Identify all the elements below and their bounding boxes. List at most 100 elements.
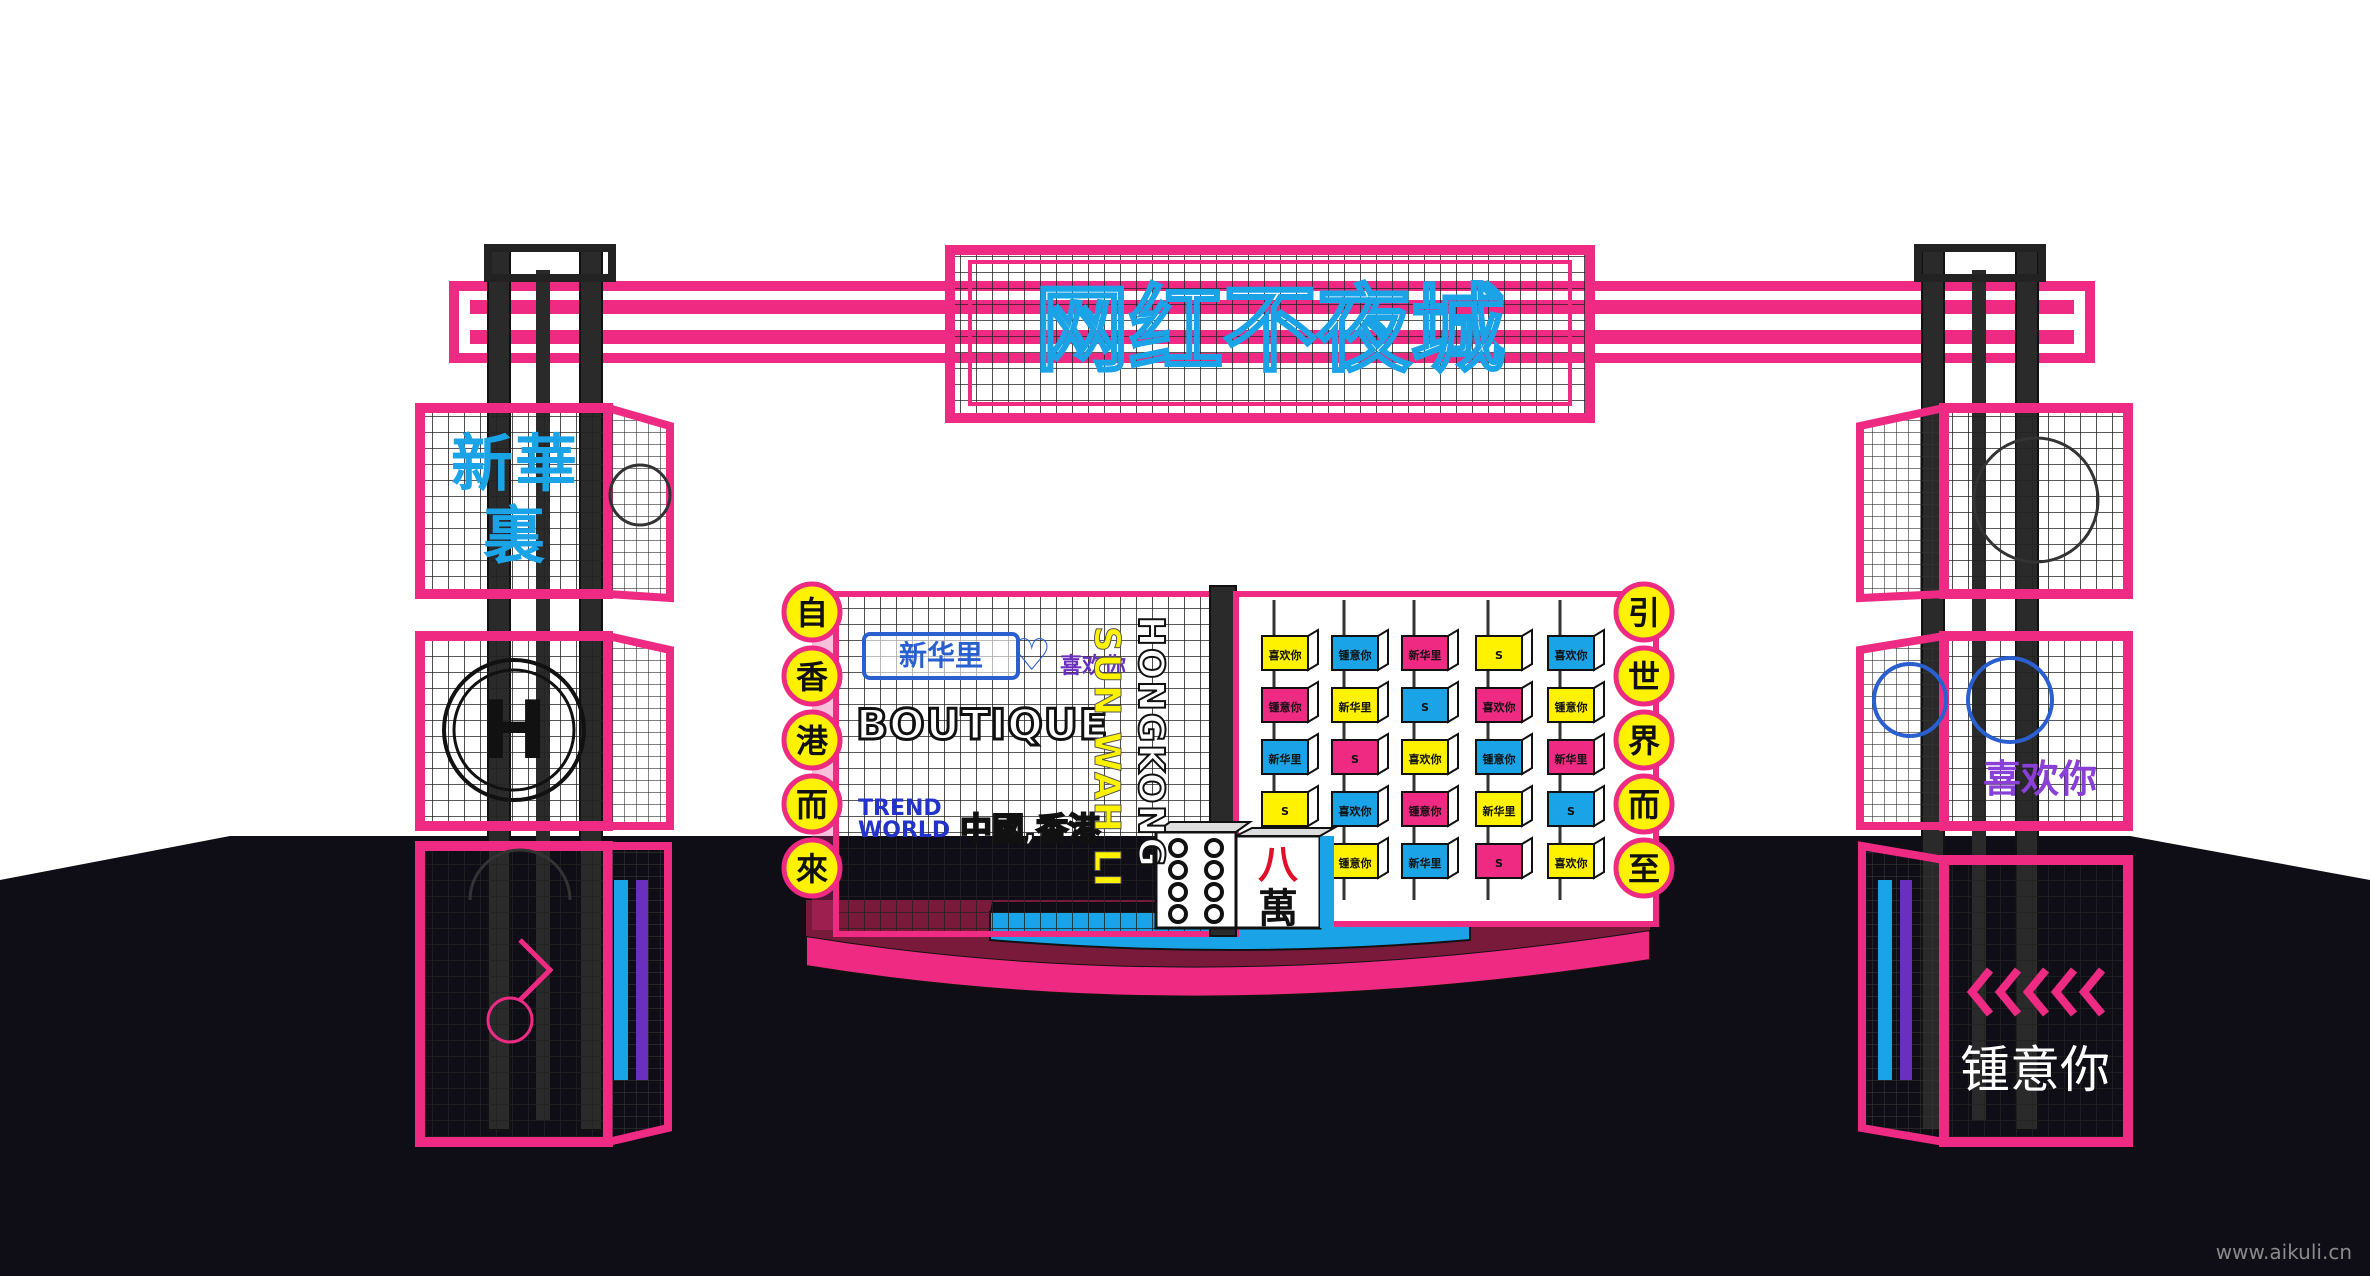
right-circle-disc	[1613, 837, 1675, 899]
sign-cube-label: 喜欢你	[1555, 856, 1588, 870]
tile-dot	[1168, 904, 1188, 924]
wall-logo-text: 新华里	[898, 639, 983, 672]
wall-vertical-hongkong-text: HONGKONG	[1129, 615, 1172, 870]
right-circle-disc	[1613, 709, 1675, 771]
sign-cube-label: 新华里	[1409, 856, 1442, 870]
sign-cube: 锺意你	[1401, 784, 1459, 828]
header-title: 网红不夜城	[1035, 276, 1505, 385]
sign-cube-label: S	[1495, 857, 1503, 870]
sign-cube: S	[1475, 836, 1533, 880]
right-circle-char: 界	[1628, 722, 1660, 760]
wall-boutique-text: BOUTIQUE	[855, 699, 1110, 751]
sign-cube: 喜欢你	[1475, 680, 1533, 724]
wall-trend-line1: TREND	[858, 796, 942, 821]
mahjong-char-top: 八	[1236, 832, 1320, 890]
sign-cube: 新华里	[1475, 784, 1533, 828]
sign-cube: 新华里	[1331, 680, 1389, 724]
header-sign: 网红不夜城	[945, 245, 1595, 423]
sign-cube: 喜欢你	[1401, 732, 1459, 776]
chevron-arrows-icon	[1966, 967, 2106, 1017]
sign-cube: 新华里	[1547, 732, 1605, 776]
tile-dot	[1204, 838, 1224, 858]
svg-text:H: H	[481, 684, 548, 777]
sign-cube-label: 锺意你	[1269, 700, 1302, 714]
sign-cube-label: 喜欢你	[1269, 648, 1302, 662]
right-tower	[1856, 244, 2133, 1147]
sign-cube-label: 新华里	[1269, 752, 1302, 766]
sign-cube-label: S	[1495, 649, 1503, 662]
mahjong-char-bottom: 萬	[1236, 876, 1320, 934]
left-circle-disc	[781, 581, 843, 643]
left-circle-char: 而	[796, 786, 828, 824]
left-tower: H	[415, 244, 674, 1148]
right-circle-char: 而	[1628, 786, 1660, 824]
right-tower-mid-sign: 喜欢你	[1970, 748, 2110, 803]
right-circle-disc	[1613, 581, 1675, 643]
wall-trend: TREND WORLD	[858, 798, 950, 842]
right-tower-mid-sign-text: 喜欢你	[1982, 757, 2097, 801]
sign-cube-label: 锺意你	[1339, 856, 1372, 870]
right-circle-char: 至	[1628, 850, 1660, 888]
sign-cube: 喜欢你	[1547, 836, 1605, 880]
sign-cube: 锺意你	[1547, 680, 1605, 724]
sign-cube: 新华里	[1261, 732, 1319, 776]
left-circle-disc	[781, 837, 843, 899]
sign-cube: 锺意你	[1331, 836, 1389, 880]
sign-cube: S	[1261, 784, 1319, 828]
right-tower-bottom-sign-text: 锺意你	[1960, 1041, 2110, 1099]
sign-cube: 锺意你	[1261, 680, 1319, 724]
watermark: www.aikuli.cn	[2216, 1240, 2352, 1264]
mahjong-char-bottom-text: 萬	[1258, 886, 1298, 932]
wall-vertical-sunwahli-text: SUN WAH LI	[1086, 626, 1128, 890]
sign-cube: 锺意你	[1475, 732, 1533, 776]
mahjong-tile-circles	[1152, 821, 1254, 930]
left-circle-char: 自	[796, 594, 828, 632]
left-circle-char: 來	[796, 850, 828, 888]
sign-cube-label: 新华里	[1483, 804, 1516, 818]
wall-location-text: 中國,香港	[959, 809, 1101, 849]
sign-cube-label: 新华里	[1555, 752, 1588, 766]
wall-vertical-hongkong: HONGKONG	[1129, 615, 1172, 870]
tile-dot	[1168, 860, 1188, 880]
tile-dot	[1204, 904, 1224, 924]
wall-logo-tag-text: 喜欢你	[1060, 654, 1127, 679]
sign-cube-label: 锺意你	[1409, 804, 1442, 818]
sign-cube: S	[1331, 732, 1389, 776]
left-circle-disc	[781, 709, 843, 771]
wall-logo: 新华里	[862, 632, 1020, 680]
right-circle-disc	[1613, 773, 1675, 835]
right-circle-disc	[1613, 645, 1675, 707]
sign-cube-label: 新华里	[1339, 700, 1372, 714]
left-circle-disc	[781, 645, 843, 707]
tile-dot	[1168, 838, 1188, 858]
wall-trend-line2: WORLD	[858, 818, 951, 843]
sign-cube: 锺意你	[1331, 628, 1389, 672]
sign-cube-label: S	[1567, 805, 1575, 818]
sign-cube: S	[1475, 628, 1533, 672]
sign-cube-label: 喜欢你	[1409, 752, 1442, 766]
tile-dot	[1168, 882, 1188, 902]
left-circle-disc	[781, 773, 843, 835]
sign-cube: 喜欢你	[1261, 628, 1319, 672]
sign-cube-label: 喜欢你	[1483, 700, 1516, 714]
left-tower-sign: 新華裏	[440, 428, 590, 572]
sign-cube-label: 新华里	[1409, 648, 1442, 662]
watermark-text: www.aikuli.cn	[2215, 1240, 2352, 1264]
wall-boutique: BOUTIQUE	[855, 699, 1110, 751]
sign-cube: S	[1547, 784, 1605, 828]
sign-cube-label: S	[1351, 753, 1359, 766]
sign-cube-label: 喜欢你	[1555, 648, 1588, 662]
sign-cube: S	[1401, 680, 1459, 724]
sign-cube-label: S	[1281, 805, 1289, 818]
sign-cube: 喜欢你	[1547, 628, 1605, 672]
sign-cube: 新华里	[1401, 836, 1459, 880]
mahjong-char-top-text: 八	[1258, 842, 1298, 888]
sign-cube: 喜欢你	[1331, 784, 1389, 828]
left-circle-char: 港	[796, 722, 829, 760]
sign-cube-label: S	[1421, 701, 1429, 714]
left-circle-char: 香	[796, 658, 828, 696]
